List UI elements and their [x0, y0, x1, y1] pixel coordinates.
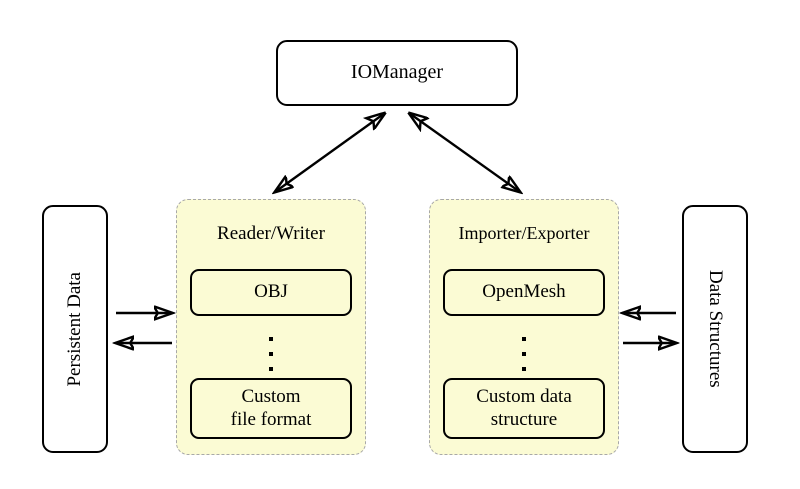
node-custom-file-format[interactable]: Custom file format — [190, 378, 352, 439]
node-openmesh-label: OpenMesh — [482, 281, 566, 303]
node-custom-data-structure-label-line2: structure — [490, 408, 558, 430]
node-obj-label: OBJ — [254, 281, 288, 303]
node-iomanager-label: IOManager — [350, 61, 444, 84]
node-custom-file-format-label-line1: Custom — [241, 386, 301, 408]
node-custom-data-structure-label-line1: Custom data — [476, 386, 572, 408]
node-persistent-data-label: Persistent Data — [63, 271, 85, 387]
node-obj[interactable]: OBJ — [190, 269, 352, 316]
node-custom-file-format-label-line2: file format — [230, 408, 312, 430]
node-iomanager[interactable]: IOManager — [276, 40, 518, 106]
arrow-manager-to-readerwriter — [275, 113, 385, 192]
group-title-reader-writer: Reader/Writer — [217, 223, 325, 244]
node-openmesh[interactable]: OpenMesh — [443, 269, 605, 316]
vertical-ellipsis-icon-importer-exporter — [514, 337, 534, 371]
group-title-importer-exporter: Importer/Exporter — [458, 223, 590, 243]
arrow-manager-to-importerexporter — [409, 113, 520, 192]
vertical-ellipsis-icon-reader-writer — [261, 337, 281, 371]
node-custom-data-structure[interactable]: Custom data structure — [443, 378, 605, 439]
node-data-structures-label: Data Structures — [705, 270, 727, 388]
node-persistent-data[interactable]: Persistent Data — [42, 205, 108, 453]
node-data-structures[interactable]: Data Structures — [682, 205, 748, 453]
